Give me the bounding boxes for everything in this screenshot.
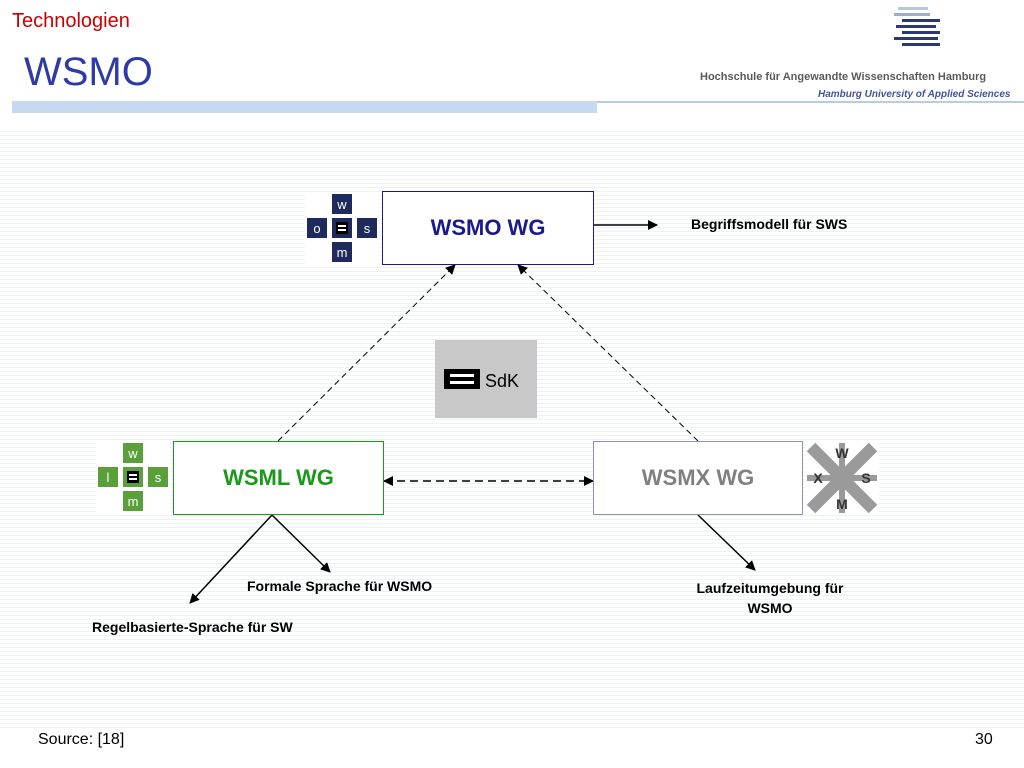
wsml-logo-s: s — [155, 470, 162, 485]
wsmx-wg-box: WSMX WG — [593, 441, 803, 515]
wsmx-logo-w: W — [835, 445, 849, 461]
wsml-logo-icon: w l s m — [96, 441, 170, 513]
title-underline-bar — [12, 101, 597, 113]
wsmo-logo-w: w — [336, 197, 347, 212]
wsmx-to-wsmo-arrow — [517, 264, 699, 442]
wsml-desc1-arrow — [271, 514, 331, 573]
wsml-logo-m: m — [128, 494, 139, 509]
wsmo-description: Begriffsmodell für SWS — [691, 216, 848, 232]
wsmx-logo-s: S — [861, 470, 870, 486]
wsmo-logo-icon: w o s m — [305, 192, 379, 264]
wsmo-logo-o: o — [313, 221, 320, 236]
wsmx-logo-m: M — [836, 496, 848, 512]
wsmo-logo-s: s — [364, 221, 371, 236]
section-label: Technologien — [12, 10, 130, 32]
wsml-desc2-arrow — [189, 514, 273, 604]
page-number: 30 — [975, 731, 993, 748]
wsml-logo-l: l — [107, 470, 110, 485]
title-underline-line — [597, 101, 1024, 103]
wsml-wg-box: WSML WG — [173, 441, 384, 515]
university-name-english: Hamburg University of Applied Sciences — [818, 89, 1011, 100]
source-citation: Source: [18] — [38, 731, 125, 748]
wsmx-description: Laufzeitumgebung für WSMO — [672, 578, 868, 618]
wsml-description-rule: Regelbasierte-Sprache für SW — [92, 619, 293, 635]
slide-title: WSMO — [24, 50, 153, 94]
sdk-logo-icon: SdK — [435, 340, 537, 418]
wsml-logo-w: w — [127, 446, 138, 461]
wsmx-logo-icon: W X S M — [805, 441, 879, 515]
wsmo-logo-m: m — [337, 245, 348, 260]
wsmo-wg-box: WSMO WG — [382, 191, 594, 265]
wsmo-wg-label: WSMO WG — [430, 215, 546, 240]
wsml-wg-label: WSML WG — [223, 465, 334, 490]
wsmx-desc-arrow — [697, 514, 756, 571]
wsml-description-formal: Formale Sprache für WSMO — [247, 578, 433, 594]
sdk-logo-text: SdK — [485, 371, 519, 391]
wsmx-wg-label: WSMX WG — [641, 465, 755, 490]
hamburg-university-logo-icon — [894, 7, 940, 46]
wsmx-description-line1: Laufzeitumgebung für — [696, 580, 844, 596]
wsmx-description-line2: WSMO — [747, 600, 793, 616]
wsml-to-wsmo-arrow — [277, 264, 456, 442]
university-name: Hochschule für Angewandte Wissenschaften… — [700, 71, 987, 83]
wsmx-logo-x: X — [813, 470, 823, 486]
